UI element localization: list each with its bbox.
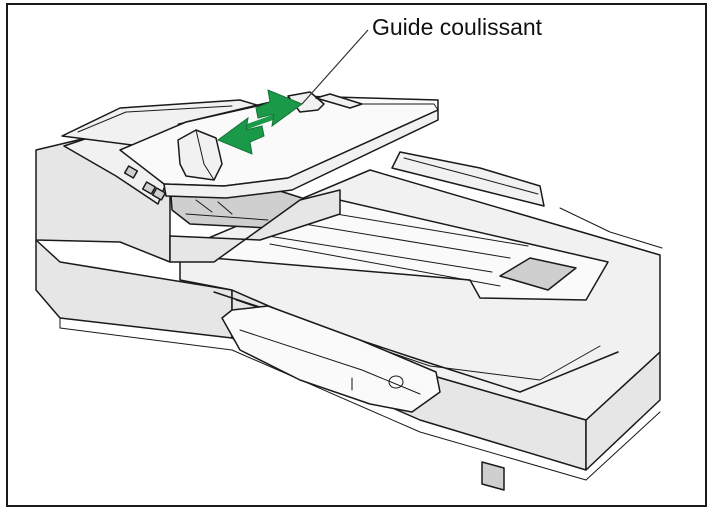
- slide-guide-label: Guide coulissant: [372, 14, 543, 40]
- callout-leader-line: [301, 29, 369, 105]
- left-slide-guide[interactable]: [177, 129, 223, 181]
- output-tray: [221, 305, 441, 413]
- slide-direction-arrow: [216, 89, 304, 155]
- document-feed-tray: [119, 91, 439, 199]
